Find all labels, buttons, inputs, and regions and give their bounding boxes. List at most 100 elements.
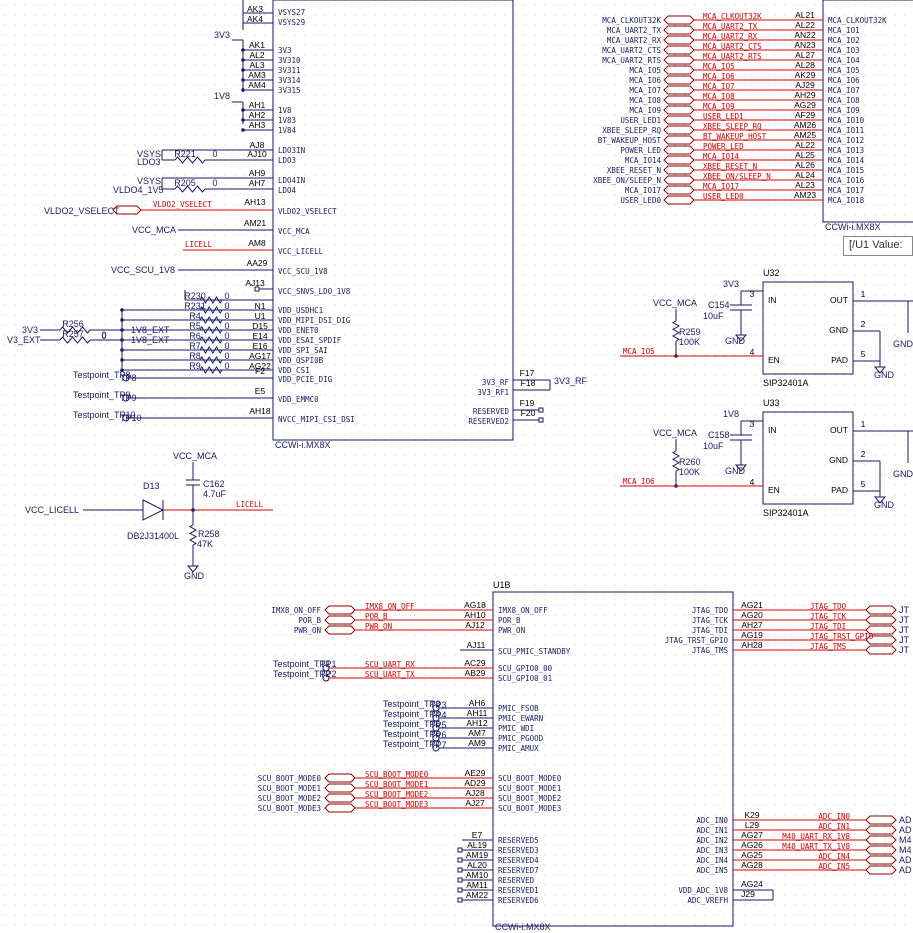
mca-net-port[interactable]: [663, 55, 695, 65]
pin-number: E5: [255, 386, 266, 396]
mca-net-port[interactable]: [663, 95, 695, 105]
u1-power-chip-outline[interactable]: [272, 0, 514, 441]
mca-net-port[interactable]: [663, 155, 695, 165]
vcc-mca-label: VCC_MCA: [132, 225, 176, 235]
stack-resistor[interactable]: [199, 316, 223, 324]
ctrl-net-port[interactable]: [324, 625, 356, 635]
adc-net-port[interactable]: [865, 815, 897, 825]
chip-name: CCWi-i.MX8X: [825, 222, 881, 232]
pin-number: AG27: [741, 830, 763, 840]
pullup-resistor[interactable]: [671, 450, 681, 472]
diode-symbol[interactable]: [142, 499, 165, 521]
adc-net-port[interactable]: [865, 835, 897, 845]
pin-num: 4: [750, 477, 755, 487]
mca-net-port[interactable]: [663, 85, 695, 95]
mca-net-port[interactable]: [663, 165, 695, 175]
pin-net-name: RESERVED6: [498, 896, 539, 905]
mca-net-port[interactable]: [663, 35, 695, 45]
stack-resistor[interactable]: [199, 346, 223, 354]
res-ref: R205: [174, 178, 196, 188]
u33-regulator-outline[interactable]: [762, 411, 854, 505]
junction-dot: [241, 118, 245, 122]
jtag-net-port[interactable]: [865, 635, 897, 645]
pin-net-name: ADC_IN1: [696, 826, 728, 835]
pin-net-name: SCU_GPIO0_01: [498, 674, 552, 683]
u1-mca-chip-outline[interactable]: [822, 0, 913, 223]
mca-net-port[interactable]: [663, 105, 695, 115]
r258-resistor[interactable]: [188, 524, 198, 546]
adc-net-port[interactable]: [865, 865, 897, 875]
r221-resistor[interactable]: [174, 156, 206, 164]
pin-number: AG22: [249, 361, 271, 371]
junction-dot: [241, 48, 245, 52]
mca-net-port[interactable]: [663, 75, 695, 85]
u32-regulator-outline[interactable]: [762, 281, 854, 375]
stack-resistor[interactable]: [199, 326, 223, 334]
1v8-ext-label: 1V8_EXT: [131, 335, 170, 345]
jtag-net-port[interactable]: [865, 615, 897, 625]
pin-number: AA29: [247, 258, 268, 268]
pin-number: AG20: [741, 610, 763, 620]
boot-net-port[interactable]: [324, 783, 356, 793]
mca-net-port[interactable]: [663, 45, 695, 55]
stack-resistor[interactable]: [199, 296, 223, 304]
testpoint-num: TP3: [430, 700, 447, 710]
r257-resistor[interactable]: [59, 336, 91, 344]
mca-net-port[interactable]: [663, 135, 695, 145]
pullup-resistor[interactable]: [671, 320, 681, 342]
pin-number: AL3: [249, 60, 264, 70]
junction-dot: [120, 358, 124, 362]
jtag-net-port[interactable]: [865, 625, 897, 635]
pin-number: AH29: [794, 90, 816, 100]
ctrl-net: PWR_ON: [365, 622, 392, 631]
boot-net: SCU_BOOT_MODE0: [365, 770, 429, 779]
mca-left-net: XBEE_ON/SLEEP_N: [593, 176, 661, 185]
mca-net-port[interactable]: [663, 15, 695, 25]
adc-net-port[interactable]: [865, 845, 897, 855]
mca-net-port[interactable]: [663, 175, 695, 185]
gnd-label: GND: [725, 466, 746, 476]
boot-net-port[interactable]: [324, 773, 356, 783]
r256-resistor[interactable]: [59, 326, 91, 334]
adc-net-port[interactable]: [865, 825, 897, 835]
pin-number: F20: [521, 408, 536, 418]
mca-net-port[interactable]: [663, 195, 695, 205]
stack-resistor[interactable]: [199, 336, 223, 344]
mca-red-net: MCA_IO17: [703, 182, 739, 191]
u1b-chip-outline[interactable]: [492, 591, 734, 927]
stack-resistor[interactable]: [199, 366, 223, 374]
pin-number: AM25: [794, 130, 816, 140]
testpoint-label: Testpoint_TP9: [73, 390, 131, 400]
pin-num: 3: [750, 419, 755, 429]
jtag-net-port[interactable]: [865, 645, 897, 655]
mca-net-port[interactable]: [663, 145, 695, 155]
mca-net-port[interactable]: [663, 185, 695, 195]
res-val: 0: [212, 178, 217, 188]
mca-net-port[interactable]: [663, 65, 695, 75]
nc-pin: [457, 847, 463, 853]
ctrl-net-port[interactable]: [324, 615, 356, 625]
adc-net-port[interactable]: [865, 855, 897, 865]
pin-net-name: VCC_LICELL: [278, 247, 324, 256]
stack-resistor[interactable]: [199, 306, 223, 314]
res-ref: R7: [189, 341, 201, 351]
vsys-label: VSYS: [137, 176, 161, 186]
rail-3v3-label: 3V3: [22, 325, 38, 335]
pin-number: AH2: [249, 110, 266, 120]
boot-net-port[interactable]: [324, 803, 356, 813]
boot-net-port[interactable]: [324, 793, 356, 803]
testpoint-num: TP8: [120, 373, 137, 383]
stack-resistor[interactable]: [199, 356, 223, 364]
testpoint-num: TP4: [430, 710, 447, 720]
pin-net-name: 1V83: [278, 116, 296, 125]
pin-number: AB29: [465, 668, 486, 678]
pin-num: 5: [861, 479, 866, 489]
jtag-net-port[interactable]: [865, 605, 897, 615]
mca-net-port[interactable]: [663, 125, 695, 135]
pin-net-name: PMIC_WDI: [498, 724, 534, 733]
r205-resistor[interactable]: [174, 185, 206, 193]
ctrl-net-port[interactable]: [324, 605, 356, 615]
mca-net-port[interactable]: [663, 115, 695, 125]
licell-net: LICELL: [185, 240, 213, 249]
mca-net-port[interactable]: [663, 25, 695, 35]
